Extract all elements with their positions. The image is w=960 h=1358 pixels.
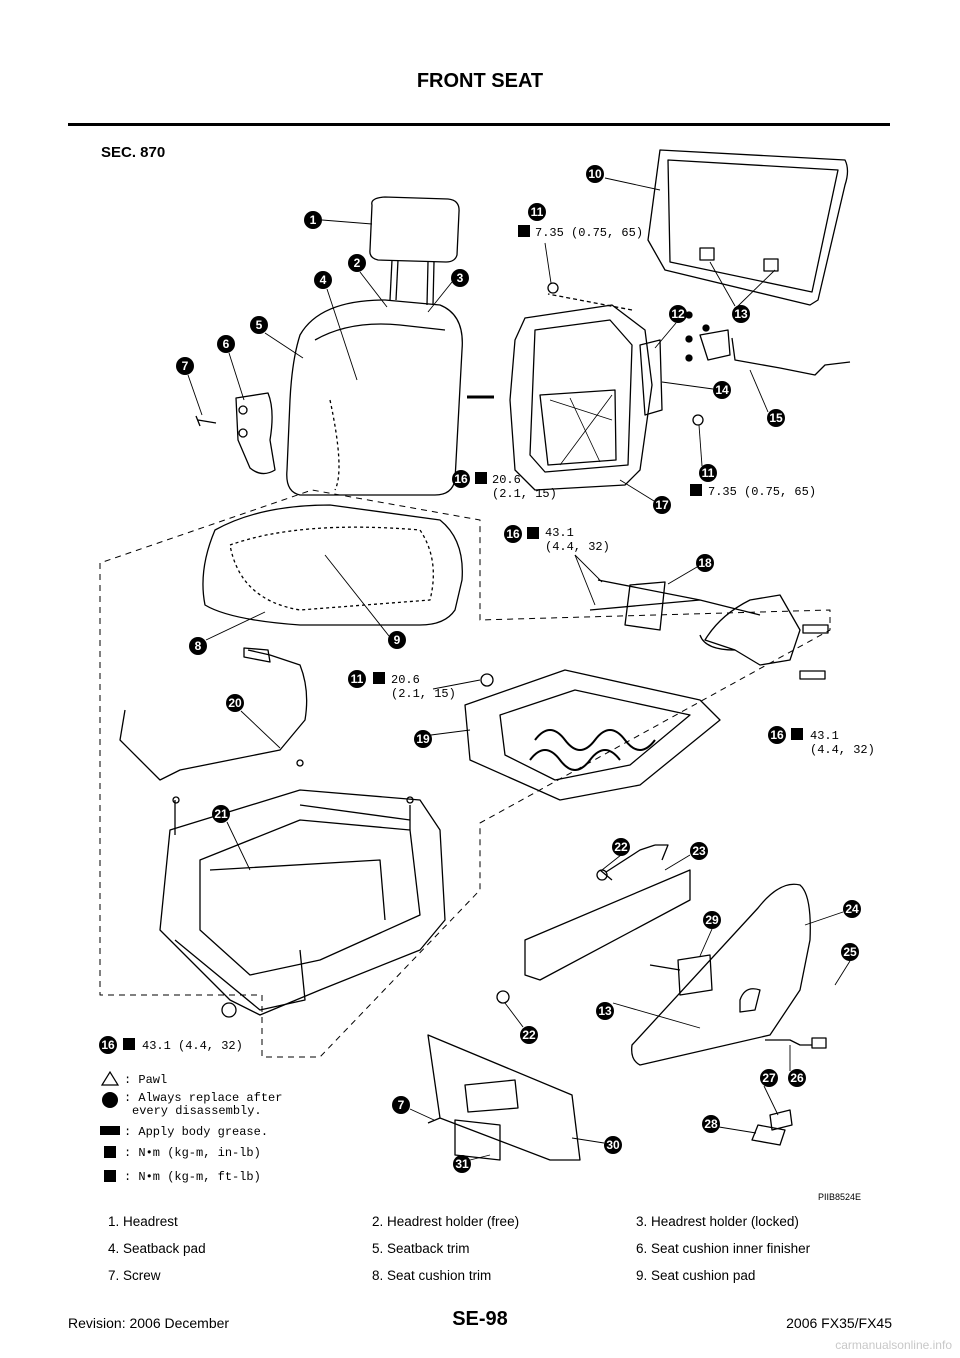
torque-icons (123, 225, 803, 1050)
seatback-board-shape (647, 149, 849, 306)
svg-text:25: 25 (843, 945, 857, 959)
svg-text:28: 28 (704, 1117, 718, 1131)
svg-text:13: 13 (598, 1004, 612, 1018)
svg-text:30: 30 (606, 1138, 620, 1152)
svg-text:16: 16 (101, 1038, 115, 1052)
svg-text:1: 1 (310, 213, 317, 227)
svg-text:19: 19 (416, 732, 430, 746)
svg-text:16: 16 (454, 472, 468, 486)
svg-text:10: 10 (588, 167, 602, 181)
seat-frame-shape (159, 759, 446, 1016)
replace-icon (102, 1092, 118, 1108)
svg-text:15: 15 (769, 411, 783, 425)
svg-text:20: 20 (228, 696, 242, 710)
torque-16d: 43.1 (4.4, 32) (142, 1039, 243, 1053)
legend-nm-ft: : N•m (kg-m, ft-lb) (124, 1170, 261, 1184)
torque-11c-2: (2.1, 15) (391, 687, 456, 701)
svg-text:9: 9 (394, 633, 401, 647)
header-rule (68, 123, 890, 126)
torque-16c-1: 43.1 (810, 729, 839, 743)
svg-text:22: 22 (522, 1028, 536, 1042)
part-item: 6. Seat cushion inner finisher (636, 1241, 811, 1256)
inner-finisher-shape (235, 392, 276, 475)
seat-exploded-diagram: 1 2 3 4 5 6 7 8 9 10 11 12 13 14 15 11 1… (99, 149, 875, 1202)
part-item: 9. Seat cushion pad (636, 1268, 756, 1283)
svg-text:8: 8 (195, 639, 202, 653)
model-text: 2006 FX35/FX45 (786, 1315, 892, 1331)
svg-text:3: 3 (457, 271, 464, 285)
seatback-frame-shape (467, 282, 704, 491)
part-item: 3. Headrest holder (locked) (636, 1214, 799, 1229)
svg-text:6: 6 (223, 337, 230, 351)
revision-text: Revision: 2006 December (68, 1315, 230, 1331)
section-label: SEC. 870 (101, 144, 166, 161)
part-item: 7. Screw (108, 1268, 161, 1283)
svg-text:27: 27 (762, 1071, 776, 1085)
torque-ft-icon (104, 1170, 116, 1182)
seat-cover-shape (631, 883, 811, 1066)
part-item: 1. Headrest (108, 1214, 178, 1229)
svg-text:11: 11 (702, 466, 715, 480)
image-code: PIIB8524E (818, 1192, 861, 1202)
page-title: FRONT SEAT (416, 70, 544, 92)
torque-11a: 7.35 (0.75, 65) (535, 226, 643, 240)
cushion-frame-shape (464, 669, 721, 801)
grease-icon (100, 1126, 120, 1135)
part-item: 8. Seat cushion trim (372, 1268, 492, 1283)
part-item: 5. Seatback trim (372, 1241, 470, 1256)
torque-16c-2: (4.4, 32) (810, 743, 875, 757)
watermark[interactable]: carmanualsonline.info (835, 1338, 952, 1352)
svg-text:12: 12 (671, 307, 685, 321)
svg-text:5: 5 (256, 318, 263, 332)
svg-text:26: 26 (790, 1071, 804, 1085)
torque-11b: 7.35 (0.75, 65) (708, 485, 816, 499)
svg-text:16: 16 (770, 728, 784, 742)
svg-text:4: 4 (320, 273, 327, 287)
svg-text:21: 21 (214, 807, 228, 821)
svg-text:7: 7 (182, 359, 189, 373)
legend-replace-1: : Always replace after (124, 1091, 282, 1105)
legend-replace-2: every disassembly. (132, 1104, 262, 1118)
svg-text:18: 18 (698, 556, 712, 570)
svg-text:29: 29 (705, 913, 719, 927)
svg-text:13: 13 (734, 307, 748, 321)
torque-16a-1: 20.6 (492, 473, 521, 487)
parts-row: 1. Headrest 2. Headrest holder (free) 3.… (108, 1208, 908, 1235)
svg-text:17: 17 (655, 498, 669, 512)
svg-text:2: 2 (354, 256, 361, 270)
svg-text:22: 22 (614, 840, 628, 854)
torque-16a-2: (2.1, 15) (492, 487, 557, 501)
svg-text:11: 11 (351, 672, 364, 686)
legend-grease: : Apply body grease. (124, 1125, 268, 1139)
part-item: 2. Headrest holder (free) (372, 1214, 520, 1229)
svg-text:16: 16 (506, 527, 520, 541)
svg-text:11: 11 (531, 205, 544, 219)
legend-nm-in: : N•m (kg-m, in-lb) (124, 1146, 261, 1160)
headrest-shape (369, 196, 460, 306)
svg-text:7: 7 (398, 1098, 405, 1112)
outer-finisher-shape (524, 869, 691, 981)
page-number: SE-98 (452, 1308, 508, 1330)
torque-11c-1: 20.6 (391, 673, 420, 687)
torque-16b-1: 43.1 (545, 526, 574, 540)
harness-shape (119, 649, 308, 781)
part-item: 4. Seatback pad (108, 1241, 206, 1256)
parts-row: 4. Seatback pad 5. Seatback trim 6. Seat… (108, 1235, 908, 1262)
parts-row: 7. Screw 8. Seat cushion trim 9. Seat cu… (108, 1262, 908, 1289)
svg-text:24: 24 (845, 902, 859, 916)
svg-text:31: 31 (455, 1157, 469, 1171)
seat-cushion-shape (202, 504, 463, 626)
seatback-shape (286, 299, 463, 496)
legend: : Pawl : Always replace after every disa… (100, 1070, 282, 1184)
svg-text:23: 23 (692, 844, 706, 858)
svg-text:14: 14 (715, 383, 729, 397)
legend-pawl: : Pawl (124, 1073, 167, 1087)
callouts: 1 2 3 4 5 6 7 8 9 10 11 12 13 14 15 11 1… (99, 165, 861, 1173)
torque-in-icon (104, 1146, 116, 1158)
torque-16b-2: (4.4, 32) (545, 540, 610, 554)
parts-list: 1. Headrest 2. Headrest holder (free) 3.… (108, 1208, 908, 1289)
pawl-icon (100, 1070, 120, 1086)
back-board-shape (427, 1034, 581, 1161)
